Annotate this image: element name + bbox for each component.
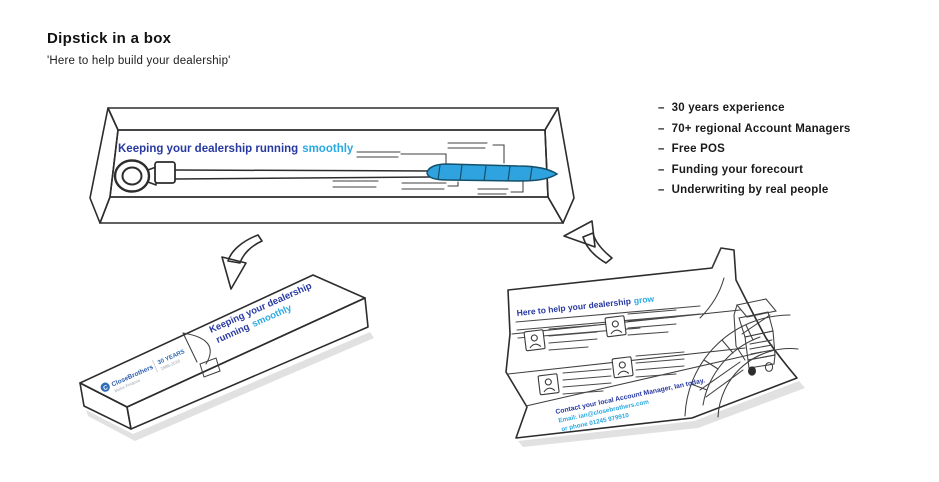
benefit-item: –Underwriting by real people: [658, 184, 851, 196]
benefits-list: –30 years experience –70+ regional Accou…: [658, 102, 851, 205]
closed-box-branding: C CloseBrothers Motor Finance 30 YEARS 1…: [100, 349, 186, 393]
dipstick-icon: [113, 159, 559, 193]
avatar-placeholder-icon: [611, 356, 634, 379]
page-title: Dipstick in a box: [47, 30, 172, 47]
bullet-dash: –: [658, 184, 665, 196]
benefit-item: –30 years experience: [658, 102, 851, 114]
benefit-label: 70+ regional Account Managers: [671, 122, 851, 135]
bullet-dash: –: [658, 122, 665, 135]
svg-text:Contact your local Account Man: Contact your local Account Manager, Ian …: [555, 377, 706, 416]
page-subtitle: 'Here to help build your dealership': [47, 55, 231, 67]
closed-box-sketch: [79, 274, 374, 441]
anniversary-badge: 30 YEARS 1986-2016: [157, 349, 186, 371]
benefit-label: Funding your forecourt: [671, 163, 804, 176]
curved-arrow-up-icon: [563, 220, 613, 264]
leaflet-sketch: [505, 247, 805, 447]
brand-logo-icon: C: [100, 382, 110, 392]
avatar-placeholder-icon: [523, 329, 546, 352]
benefit-item: –Free POS: [658, 143, 851, 155]
bullet-dash: –: [658, 102, 665, 114]
avatar-placeholder-icon: [537, 373, 560, 396]
avatar-placeholder-icon: [604, 315, 627, 338]
svg-text:C: C: [102, 384, 109, 392]
closed-box-headline: Keeping your dealership runningsmoothly: [208, 281, 314, 346]
svg-text:Keeping your dealership: Keeping your dealership: [208, 281, 314, 336]
open-box-sketch: [89, 107, 575, 224]
benefit-item: –70+ regional Account Managers: [658, 123, 851, 135]
benefit-label: Underwriting by real people: [671, 184, 829, 196]
curved-arrow-down-icon: [221, 234, 263, 290]
callout-sketches: [332, 142, 524, 195]
benefit-item: –Funding your forecourt: [658, 164, 851, 176]
benefit-label: 30 years experience: [671, 102, 785, 114]
van-icon: [699, 298, 777, 398]
bullet-dash: –: [658, 143, 665, 155]
benefit-label: Free POS: [671, 143, 725, 155]
bullet-dash: –: [658, 163, 665, 176]
